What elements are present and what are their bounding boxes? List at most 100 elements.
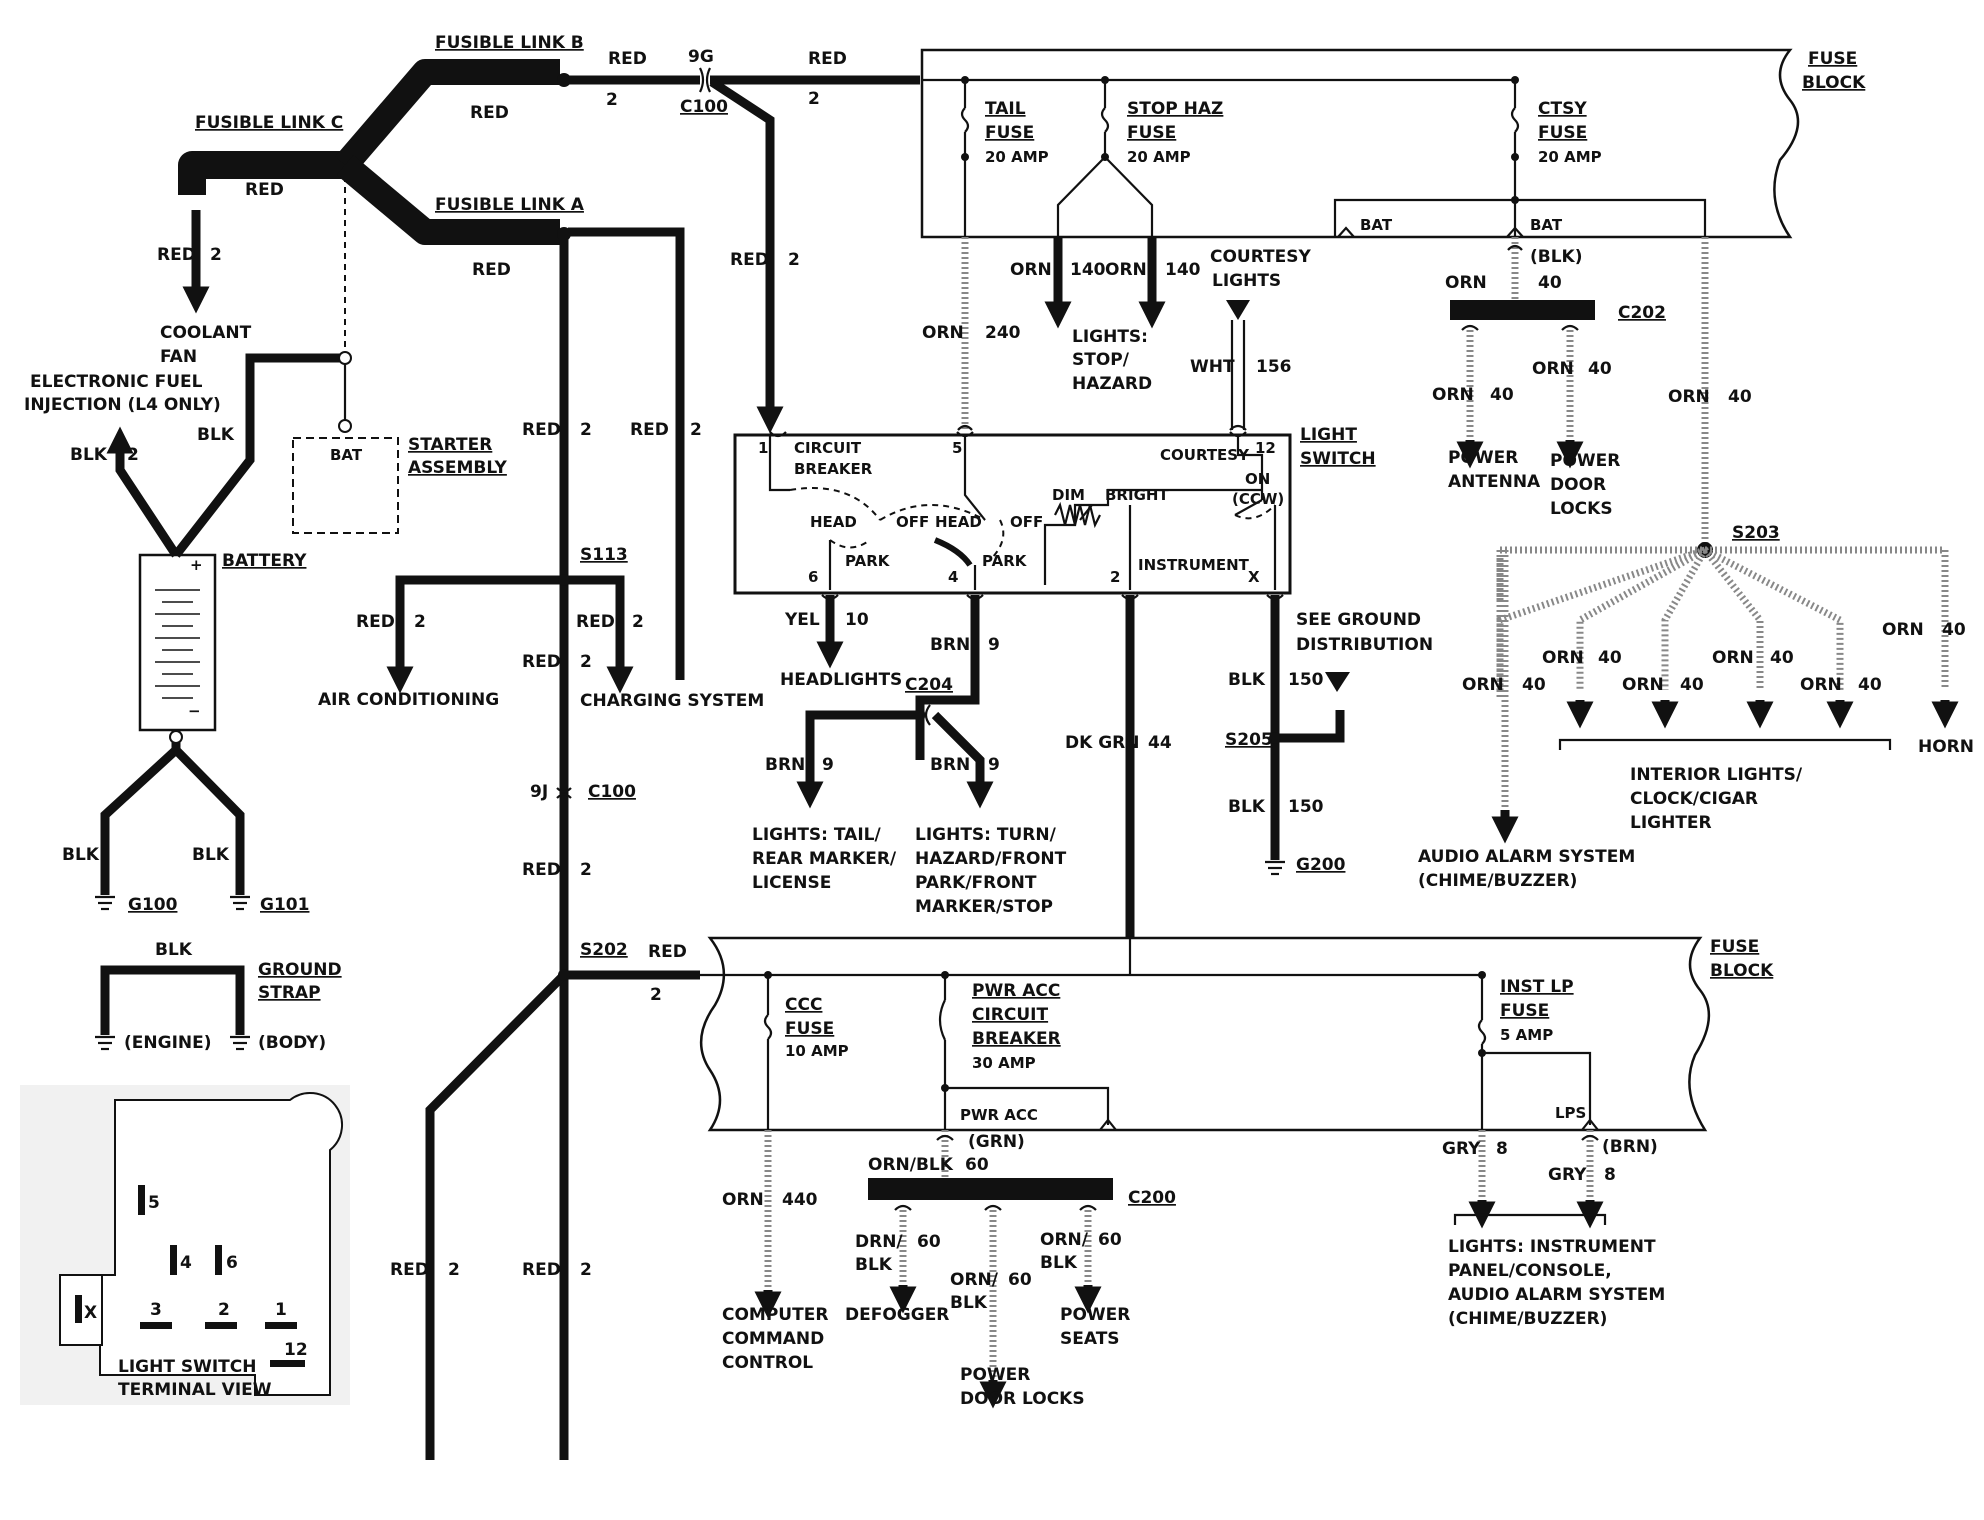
- pwr-acc-label-1: PWR ACC: [972, 981, 1060, 1001]
- upper-fuse-block: [920, 48, 1800, 239]
- starter-label-2: ASSEMBLY: [408, 458, 508, 478]
- wire-num-c202: 40: [1538, 273, 1562, 293]
- light-switch-title-2: SWITCH: [1300, 449, 1376, 469]
- power-door-locks-label-3: LOCKS: [1550, 499, 1613, 519]
- wire-orn-140-a: ORN: [1010, 260, 1052, 280]
- wire-num-9-a: 9: [988, 635, 1000, 655]
- wire-red-main-1: RED: [522, 420, 561, 440]
- wire-red-main-2: RED: [522, 652, 561, 672]
- light-switch-outputs: [796, 594, 1350, 938]
- wire-blk-150-b: BLK: [1228, 797, 1266, 817]
- wire-num-8-a: 8: [1496, 1139, 1508, 1159]
- ls-breaker-label: BREAKER: [794, 460, 873, 478]
- wire-blk-starter: BLK: [197, 425, 235, 445]
- wire-num-bottom-2: 2: [580, 1260, 592, 1280]
- ground-strap-label-1: GROUND: [258, 960, 342, 980]
- power-seats-label-1: POWER: [1060, 1305, 1130, 1325]
- wire-brn-9-b: BRN: [765, 755, 805, 775]
- inst-lp-fuse-label-1: INST LP: [1500, 977, 1574, 997]
- wire-blk-seats: BLK: [1040, 1253, 1078, 1273]
- splice-s205: S205: [1225, 730, 1273, 750]
- wire-orn-pdl: ORN: [1532, 359, 1574, 379]
- see-ground-label-2: DISTRIBUTION: [1296, 635, 1433, 655]
- wire-num-60-seats: 60: [1098, 1230, 1122, 1250]
- wire-num-9-c: 9: [988, 755, 1000, 775]
- stop-haz-fuse-label-2: FUSE: [1127, 123, 1176, 143]
- wire-num-main-2: 2: [580, 652, 592, 672]
- lower-fuse-block-title-2: BLOCK: [1710, 961, 1774, 981]
- ground-strap: [95, 965, 250, 1051]
- wire-num-140-a: 140: [1070, 260, 1106, 280]
- wire-num-60-defog: 60: [917, 1232, 941, 1252]
- wire-orn-audio: ORN: [1462, 675, 1504, 695]
- ls-bright-label: BRIGHT: [1105, 486, 1169, 504]
- wire-wht-156: WHT: [1190, 357, 1235, 377]
- ls-park-2: PARK: [982, 552, 1028, 570]
- bat-label-2: BAT: [1530, 216, 1563, 234]
- connector-c200: C200: [1128, 1188, 1176, 1208]
- power-antenna-label-1: POWER: [1448, 448, 1518, 468]
- wire-red-charging-1: RED: [630, 420, 669, 440]
- wire-num-int-1: 40: [1598, 648, 1622, 668]
- ctsy-fuse-label-2: FUSE: [1538, 123, 1587, 143]
- tail-lights-label-3: LICENSE: [752, 873, 831, 893]
- ls-pin-4: 4: [948, 568, 958, 586]
- engine-label: (ENGINE): [124, 1033, 212, 1053]
- charging-system-label: CHARGING SYSTEM: [580, 691, 764, 711]
- lower-fuse-block-title-1: FUSE: [1710, 937, 1759, 957]
- terminal-5: 5: [148, 1193, 160, 1213]
- light-switch-title-1: LIGHT: [1300, 425, 1357, 445]
- fusible-link-a-label: FUSIBLE LINK A: [435, 195, 585, 215]
- wire-brn-paren: (BRN): [1602, 1137, 1658, 1157]
- wire-brn-9-a: BRN: [930, 635, 970, 655]
- efi-label-2: INJECTION (L4 ONLY): [24, 395, 221, 415]
- ground-strap-label-2: STRAP: [258, 983, 321, 1003]
- wire-num-240: 240: [985, 323, 1021, 343]
- wire-yel-10: YEL: [784, 610, 820, 630]
- ls-pin-5: 5: [952, 439, 962, 457]
- coolant-fan-label-1: COOLANT: [160, 323, 252, 343]
- pdl2-label-2: DOOR LOCKS: [960, 1389, 1085, 1409]
- ls-pin-6: 6: [808, 568, 818, 586]
- upper-fuse-block-title-2: BLOCK: [1802, 73, 1866, 93]
- wire-red-cs: RED: [576, 612, 615, 632]
- wire-blk-g100: BLK: [62, 845, 100, 865]
- wire-num-156: 156: [1256, 357, 1292, 377]
- turn-lights-label-1: LIGHTS: TURN/: [915, 825, 1057, 845]
- wire-num-int-3: 40: [1770, 648, 1794, 668]
- splice-s203: S203: [1732, 523, 1780, 543]
- fusible-link-harness: [178, 59, 920, 355]
- tail-lights-label-2: REAR MARKER/: [752, 849, 897, 869]
- audio-alarm-label-2: (CHIME/BUZZER): [1418, 871, 1577, 891]
- wire-orn-s203: ORN: [1668, 387, 1710, 407]
- splice-s202: S202: [580, 940, 628, 960]
- wire-orn-seats: ORN/: [1040, 1230, 1089, 1250]
- wire-red-top-2: RED: [808, 49, 847, 69]
- wire-orn-240: ORN: [922, 323, 964, 343]
- wire-ornblk-60: ORN/BLK: [868, 1155, 954, 1175]
- ctsy-fuse-amp: 20 AMP: [1538, 148, 1602, 166]
- wire-gry-8-a: GRY: [1442, 1139, 1481, 1159]
- wire-num-s202: 2: [650, 985, 662, 1005]
- pwr-acc-amp: 30 AMP: [972, 1054, 1036, 1072]
- connector-c202: C202: [1618, 303, 1666, 323]
- wire-num-8-b: 8: [1604, 1165, 1616, 1185]
- lower-fuse-outputs: [754, 1130, 1607, 1409]
- air-conditioning-label: AIR CONDITIONING: [318, 690, 499, 710]
- ls-pin-x: X: [1248, 568, 1260, 586]
- svg-text:+: +: [190, 556, 203, 574]
- turn-lights-label-3: PARK/FRONT: [915, 873, 1037, 893]
- wire-num-10: 10: [845, 610, 869, 630]
- tail-fuse-label-1: TAIL: [985, 99, 1026, 119]
- ls-off-2: OFF: [1010, 513, 1043, 531]
- ccc-fuse-label-1: CCC: [785, 995, 822, 1015]
- wire-orn-pdl2: ORN/: [950, 1270, 999, 1290]
- inst-panel-label-2: PANEL/CONSOLE,: [1448, 1261, 1612, 1281]
- light-switch-terminal-view: [20, 1085, 350, 1405]
- pdl2-label-1: POWER: [960, 1365, 1030, 1385]
- starter-assembly: [292, 364, 399, 534]
- wire-blk-pdl2: BLK: [950, 1293, 988, 1313]
- wire-red-ac: RED: [356, 612, 395, 632]
